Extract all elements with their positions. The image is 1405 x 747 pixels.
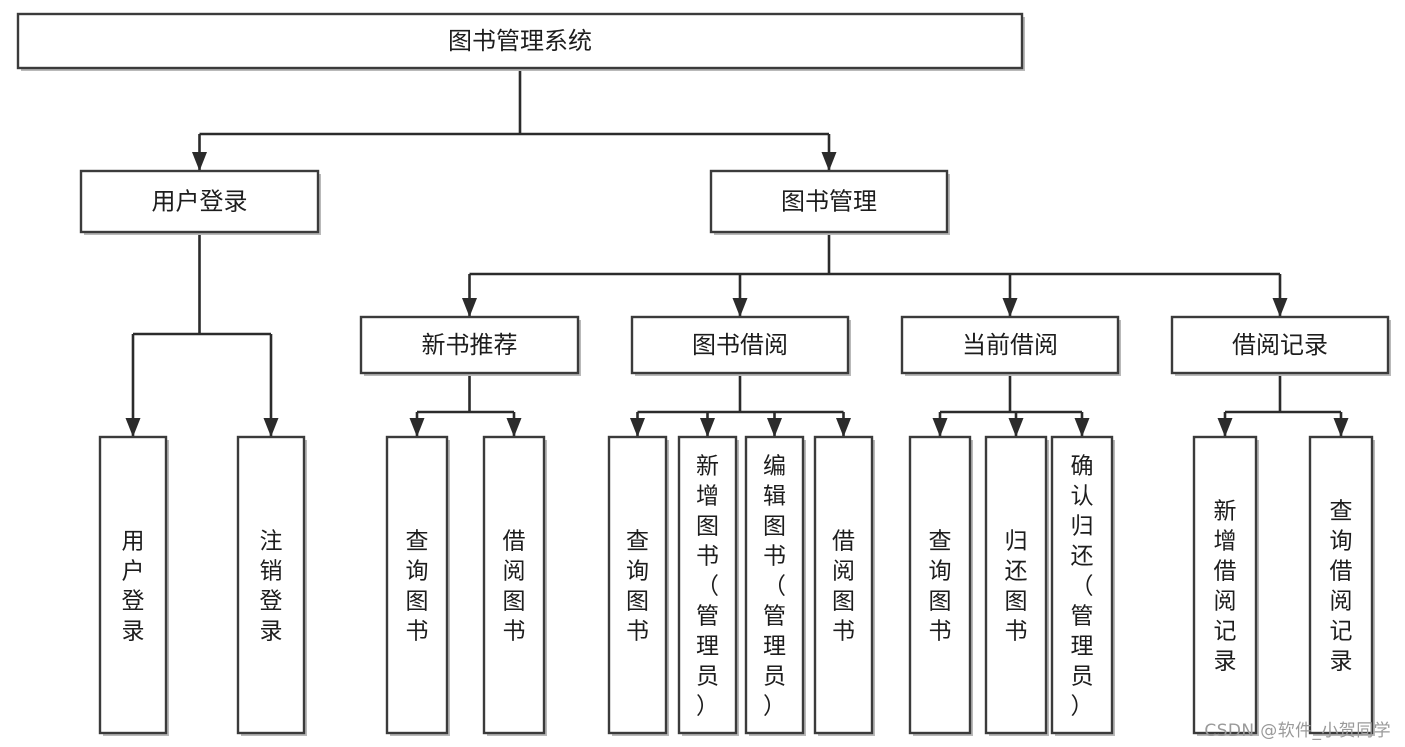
node-label: 查询图书 <box>406 528 429 644</box>
arrow-head-icon <box>630 418 645 437</box>
node-label: 用户登录 <box>122 528 145 644</box>
node-label: 查询图书 <box>929 528 952 644</box>
node-label: 用户登录 <box>152 188 248 216</box>
node-label: 借阅记录 <box>1232 331 1328 359</box>
node-label: 借阅图书 <box>503 528 526 644</box>
arrow-head-icon <box>263 418 279 437</box>
arrow-head-icon <box>732 298 748 317</box>
arrow-head-icon <box>1333 418 1349 437</box>
arrow-head-icon <box>192 152 207 171</box>
node-layer: 图书管理系统用户登录图书管理新书推荐图书借阅当前借阅借阅记录用户登录注销登录查询… <box>16 12 1391 736</box>
node-leaf-nb-query[interactable]: 查询图书 <box>385 435 450 736</box>
arrow-head-icon <box>1217 418 1233 437</box>
node-label: 图书管理 <box>781 188 877 216</box>
arrow-head-icon <box>700 418 715 437</box>
node-leaf-bb-add[interactable]: 新增图书（管理员） <box>677 435 739 736</box>
node-leaf-cb-return[interactable]: 归还图书 <box>984 435 1049 736</box>
watermark-text: CSDN @软件_小贺同学 <box>1204 721 1391 741</box>
node-leaf-user-login[interactable]: 用户登录 <box>98 435 169 736</box>
node-leaf-cb-confirm[interactable]: 确认归还（管理员） <box>1050 435 1115 736</box>
node-label: 借阅图书 <box>832 528 855 644</box>
node-label: 新书推荐 <box>422 331 518 359</box>
node-leaf-bb-edit[interactable]: 编辑图书（管理员） <box>744 435 806 736</box>
connector-layer <box>125 68 1349 437</box>
arrow-head-icon <box>462 298 477 317</box>
node-root-root[interactable]: 图书管理系统 <box>16 12 1025 71</box>
node-user-login[interactable]: 用户登录 <box>79 169 321 235</box>
node-book-manage[interactable]: 图书管理 <box>709 169 950 235</box>
node-label: 新增图书（管理员） <box>696 453 719 719</box>
node-new-book-recommend[interactable]: 新书推荐 <box>359 315 581 376</box>
node-label: 新增借阅记录 <box>1214 498 1237 674</box>
node-borrow-record[interactable]: 借阅记录 <box>1170 315 1391 376</box>
node-book-borrow[interactable]: 图书借阅 <box>630 315 851 376</box>
arrow-head-icon <box>125 418 141 437</box>
node-label: 编辑图书（管理员） <box>763 453 786 719</box>
node-label: 当前借阅 <box>962 331 1058 359</box>
node-leaf-bb-borrow[interactable]: 借阅图书 <box>813 435 875 736</box>
node-current-borrow[interactable]: 当前借阅 <box>900 315 1121 376</box>
arrow-head-icon <box>1008 418 1024 437</box>
node-label: 注销登录 <box>260 528 283 644</box>
arrow-head-icon <box>767 418 782 437</box>
arrow-head-icon <box>409 418 425 437</box>
arrow-head-icon <box>1074 418 1090 437</box>
node-leaf-nb-borrow[interactable]: 借阅图书 <box>482 435 547 736</box>
arrow-head-icon <box>932 418 948 437</box>
node-leaf-cb-query[interactable]: 查询图书 <box>908 435 973 736</box>
arrow-head-icon <box>836 418 851 437</box>
node-leaf-br-add[interactable]: 新增借阅记录 <box>1192 435 1259 736</box>
arrow-head-icon <box>1272 298 1288 317</box>
node-label: 归还图书 <box>1005 528 1028 644</box>
node-leaf-br-query[interactable]: 查询借阅记录 <box>1308 435 1375 736</box>
node-leaf-bb-query[interactable]: 查询图书 <box>607 435 669 736</box>
node-label: 查询图书 <box>626 528 649 644</box>
node-label: 图书管理系统 <box>448 27 592 55</box>
arrow-head-icon <box>821 152 837 171</box>
node-label: 确认归还（管理员） <box>1071 453 1094 719</box>
node-leaf-logout[interactable]: 注销登录 <box>236 435 307 736</box>
node-label: 图书借阅 <box>692 331 788 359</box>
arrow-head-icon <box>1002 298 1018 317</box>
arrow-head-icon <box>506 418 522 437</box>
node-label: 查询借阅记录 <box>1330 498 1353 674</box>
